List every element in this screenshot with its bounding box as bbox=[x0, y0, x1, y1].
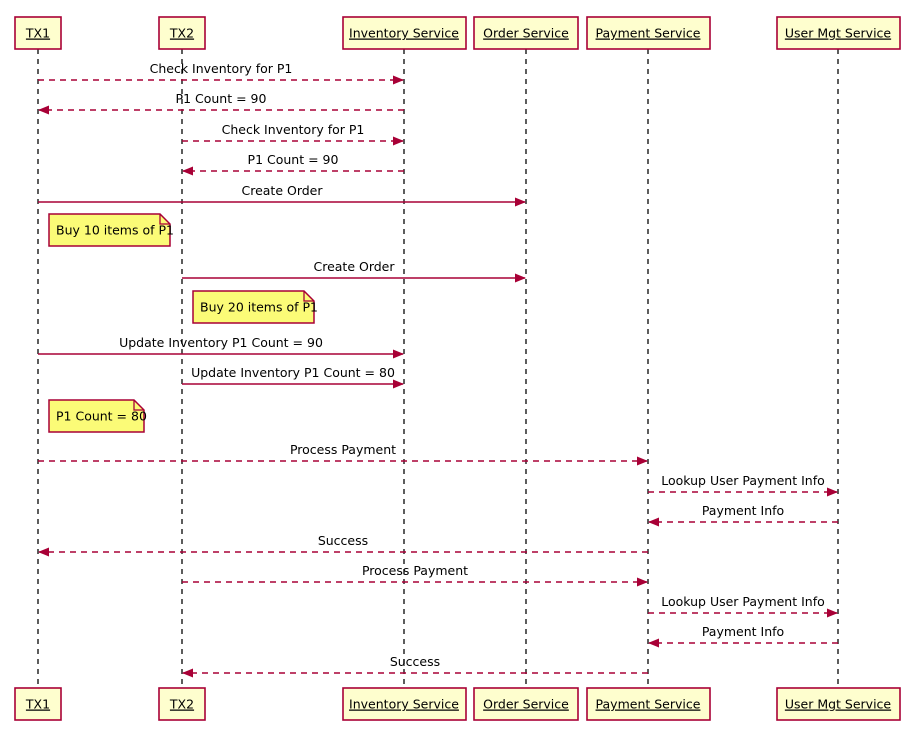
participant-box[interactable] bbox=[473, 687, 579, 721]
message-label: Process Payment bbox=[290, 442, 396, 457]
message-2[interactable]: P1 Count = 90 bbox=[38, 91, 404, 115]
participant-box[interactable] bbox=[158, 16, 206, 50]
message-15[interactable]: Payment Info bbox=[648, 624, 838, 648]
participant-box[interactable] bbox=[342, 687, 467, 721]
participant-label: TX2 bbox=[169, 26, 194, 41]
participant-header-tx1[interactable]: TX1 bbox=[14, 16, 62, 50]
message-4[interactable]: P1 Count = 90 bbox=[182, 152, 404, 176]
message-label: Create Order bbox=[241, 183, 323, 198]
message-3[interactable]: Check Inventory for P1 bbox=[182, 122, 404, 146]
message-8[interactable]: Update Inventory P1 Count = 80 bbox=[182, 365, 404, 389]
participant-label: Order Service bbox=[483, 697, 569, 712]
participant-box[interactable] bbox=[14, 687, 62, 721]
message-7[interactable]: Update Inventory P1 Count = 90 bbox=[38, 335, 404, 359]
note-text: Buy 10 items of P1 bbox=[56, 223, 174, 238]
message-label: Lookup User Payment Info bbox=[661, 473, 825, 488]
participant-header-order[interactable]: Order Service bbox=[473, 16, 579, 50]
participant-footer-tx1[interactable]: TX1 bbox=[14, 687, 62, 721]
message-label: Payment Info bbox=[702, 624, 784, 639]
lifelines-layer bbox=[37, 49, 839, 688]
note-body[interactable] bbox=[48, 399, 145, 433]
participant-box[interactable] bbox=[776, 687, 901, 721]
participant-box[interactable] bbox=[158, 687, 206, 721]
note-body[interactable] bbox=[48, 213, 171, 247]
participant-box[interactable] bbox=[776, 16, 901, 50]
message-label: Lookup User Payment Info bbox=[661, 594, 825, 609]
message-14[interactable]: Lookup User Payment Info bbox=[648, 594, 838, 618]
message-label: Process Payment bbox=[362, 563, 468, 578]
participant-header-inventory[interactable]: Inventory Service bbox=[342, 16, 467, 50]
note-fold-icon bbox=[303, 291, 314, 302]
note-2[interactable]: Buy 20 items of P1 bbox=[192, 290, 318, 324]
message-12[interactable]: Success bbox=[38, 533, 648, 557]
message-label: Payment Info bbox=[702, 503, 784, 518]
participant-box[interactable] bbox=[586, 16, 711, 50]
message-6[interactable]: Create Order bbox=[182, 259, 526, 283]
message-label: Update Inventory P1 Count = 80 bbox=[191, 365, 395, 380]
message-label: Check Inventory for P1 bbox=[222, 122, 365, 137]
message-label: Success bbox=[390, 654, 440, 669]
note-3[interactable]: P1 Count = 80 bbox=[48, 399, 147, 433]
note-body[interactable] bbox=[192, 290, 315, 324]
note-text: P1 Count = 80 bbox=[56, 409, 147, 424]
note-1[interactable]: Buy 10 items of P1 bbox=[48, 213, 174, 247]
message-9[interactable]: Process Payment bbox=[38, 442, 648, 466]
participant-header-payment[interactable]: Payment Service bbox=[586, 16, 711, 50]
message-10[interactable]: Lookup User Payment Info bbox=[648, 473, 838, 497]
message-13[interactable]: Process Payment bbox=[182, 563, 648, 587]
participant-label: Inventory Service bbox=[349, 26, 459, 41]
participant-label: Order Service bbox=[483, 26, 569, 41]
participant-label: Inventory Service bbox=[349, 697, 459, 712]
note-fold-icon bbox=[133, 400, 144, 411]
participant-label: User Mgt Service bbox=[785, 697, 892, 712]
participant-box[interactable] bbox=[342, 16, 467, 50]
participant-footer-tx2[interactable]: TX2 bbox=[158, 687, 206, 721]
participant-box[interactable] bbox=[473, 16, 579, 50]
message-16[interactable]: Success bbox=[182, 654, 648, 678]
notes-layer: Buy 10 items of P1 Buy 20 items of P1 P1 C… bbox=[48, 213, 318, 433]
participant-box[interactable] bbox=[14, 16, 62, 50]
note-fold-icon bbox=[159, 214, 170, 225]
participant-label: TX2 bbox=[169, 697, 194, 712]
participant-header-usermgt[interactable]: User Mgt Service bbox=[776, 16, 901, 50]
participant-label: TX1 bbox=[25, 697, 50, 712]
message-5[interactable]: Create Order bbox=[38, 183, 526, 207]
message-label: Update Inventory P1 Count = 90 bbox=[119, 335, 323, 350]
message-label: Create Order bbox=[313, 259, 395, 274]
message-label: P1 Count = 90 bbox=[248, 152, 339, 167]
message-label: Success bbox=[318, 533, 368, 548]
message-label: Check Inventory for P1 bbox=[150, 61, 293, 76]
message-label: P1 Count = 90 bbox=[176, 91, 267, 106]
participant-label: User Mgt Service bbox=[785, 26, 892, 41]
participant-label: TX1 bbox=[25, 26, 50, 41]
participant-footer-usermgt[interactable]: User Mgt Service bbox=[776, 687, 901, 721]
message-1[interactable]: Check Inventory for P1 bbox=[38, 61, 404, 85]
participant-label: Payment Service bbox=[596, 26, 701, 41]
message-11[interactable]: Payment Info bbox=[648, 503, 838, 527]
note-text: Buy 20 items of P1 bbox=[200, 300, 318, 315]
participant-box[interactable] bbox=[586, 687, 711, 721]
participant-footer-inventory[interactable]: Inventory Service bbox=[342, 687, 467, 721]
participant-footer-order[interactable]: Order Service bbox=[473, 687, 579, 721]
participant-label: Payment Service bbox=[596, 697, 701, 712]
participant-header-tx2[interactable]: TX2 bbox=[158, 16, 206, 50]
participant-footer-payment[interactable]: Payment Service bbox=[586, 687, 711, 721]
messages-layer: Check Inventory for P1 P1 Count = 90 Check… bbox=[38, 61, 838, 678]
